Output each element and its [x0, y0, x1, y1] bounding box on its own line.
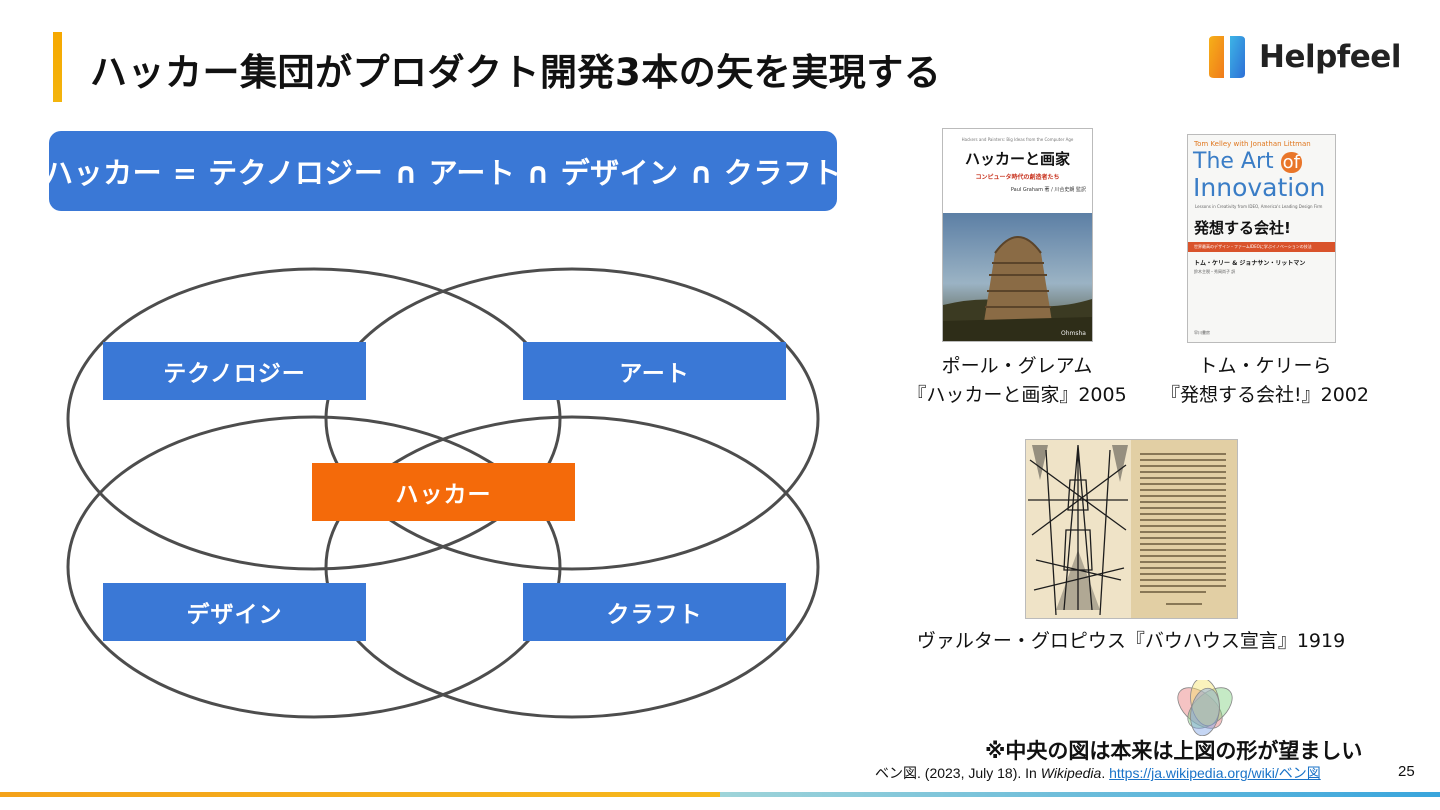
book-caption-art-of-innovation: トム・ケリーら 『発想する会社!』2002: [1150, 352, 1380, 410]
cover-translators: 鈴木主税・秀岡尚子 訳: [1194, 269, 1236, 274]
venn-label-hacker: ハッカー: [312, 463, 575, 521]
cover-author: Paul Graham 著 / 川合史朗 監訳: [1010, 187, 1086, 193]
citation-separator: .: [1101, 765, 1110, 781]
venn-shape-note: ※中央の図は本来は上図の形が望ましい: [985, 739, 1363, 763]
venn-ellipse-design: [66, 415, 562, 719]
cover-header: Hackers and Painters: Big Ideas from the…: [961, 137, 1074, 142]
venn-label-design: デザイン: [103, 583, 366, 641]
cover-title-line2: Innovation: [1193, 173, 1326, 202]
logo-text: Helpfeel: [1259, 39, 1401, 75]
tower-of-babel-painting: Ohmsha: [943, 213, 1092, 341]
citation-prefix: ベン図. (2023, July 18). In: [875, 765, 1041, 781]
venn-diagram: [66, 267, 820, 719]
title-accent-bar: [53, 32, 62, 102]
hacker-formula-banner: ハッカー = テクノロジー ∩ アート ∩ デザイン ∩ クラフト: [44, 131, 841, 211]
citation-link[interactable]: https://ja.wikipedia.org/wiki/ベン図: [1109, 765, 1321, 781]
cover-publisher: Ohmsha: [1061, 330, 1086, 337]
cover-publisher: 早川書房: [1194, 330, 1210, 335]
cover-jp-band: 世界最高のデザイン・ファームIDEOに学ぶイノベーションの技法: [1188, 242, 1335, 252]
caption-title: 『発想する会社!』2002: [1161, 384, 1369, 406]
cover-subtitle: コンピュータ時代の創造者たち: [975, 174, 1060, 181]
cover-title-of: of: [1280, 152, 1302, 173]
slide-title: ハッカー集団がプロダクト開発3本の矢を実現する: [90, 51, 942, 94]
bauhaus-manifesto-image: [1025, 439, 1238, 619]
cover-tagline: Lessons in Creativity from IDEO, America…: [1195, 204, 1323, 209]
cover-title-line1: The Art of: [1193, 149, 1302, 174]
cover-jp-authors: トム・ケリー & ジョナサン・リットマン: [1194, 260, 1306, 267]
cover-author-line: Tom Kelley with Jonathan Littman: [1194, 140, 1311, 148]
page-number: 25: [1398, 763, 1415, 780]
venn-ellipse-technology: [66, 267, 562, 571]
book-cover-hackers-and-painters: Hackers and Painters: Big Ideas from the…: [942, 128, 1093, 342]
helpfeel-logo-icon: [1209, 36, 1245, 78]
venn-label-craft: クラフト: [523, 583, 786, 641]
bottom-gradient-bar: [0, 792, 1440, 797]
citation-source: Wikipedia: [1040, 765, 1102, 781]
book-caption-hackers-and-painters: ポール・グレアム 『ハッカーと画家』2005: [905, 352, 1129, 410]
caption-author: ポール・グレアム: [941, 355, 1093, 377]
cover-title: ハッカーと画家: [964, 150, 1070, 168]
bauhaus-caption: ヴァルター・グロピウス『バウハウス宣言』1919: [916, 630, 1346, 652]
citation: ベン図. (2023, July 18). In Wikipedia. http…: [875, 763, 1321, 783]
proper-venn-illustration: [1177, 680, 1233, 736]
helpfeel-logo: Helpfeel: [1205, 34, 1401, 80]
caption-author: トム・ケリーら: [1198, 355, 1332, 377]
caption-title: 『ハッカーと画家』2005: [907, 384, 1127, 406]
venn-label-art: アート: [523, 342, 786, 400]
bauhaus-manifesto-artwork: [1026, 440, 1237, 618]
venn-label-technology: テクノロジー: [103, 342, 366, 400]
venn-ellipse-art: [324, 267, 820, 571]
venn-ellipse-craft: [324, 415, 820, 719]
cover-jp-title: 発想する会社!: [1194, 219, 1291, 237]
book-cover-art-of-innovation: Tom Kelley with Jonathan Littman The Art…: [1187, 134, 1336, 343]
